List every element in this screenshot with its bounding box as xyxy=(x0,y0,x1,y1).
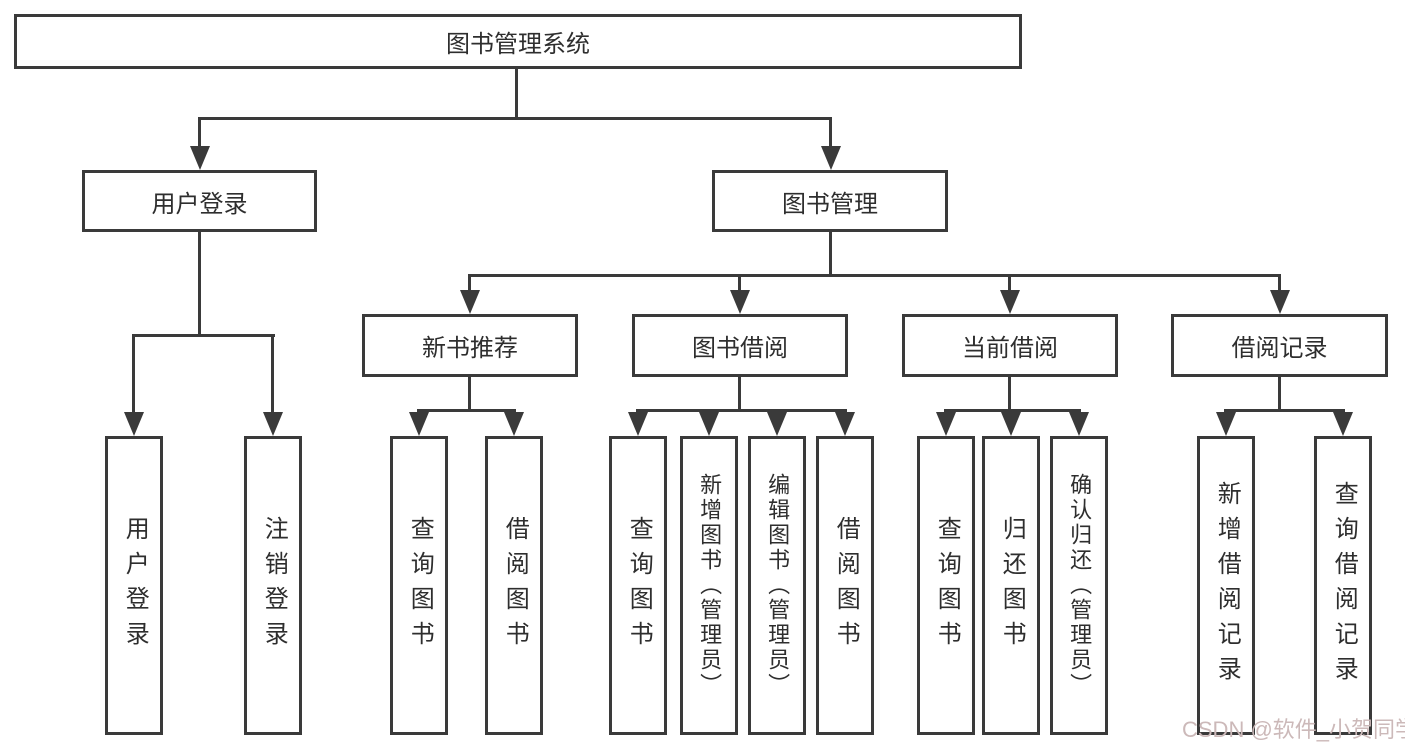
leaf-confirm-return-admin: 确认归还（管理员） xyxy=(1050,436,1108,735)
arrowhead-icon xyxy=(190,146,210,170)
connector-line xyxy=(198,232,201,337)
leaf-borrow-books-borrowing-label: 借阅图书 xyxy=(832,515,860,656)
connector-line xyxy=(468,274,1281,277)
leaf-query-books-recommend: 查询图书 xyxy=(390,436,448,735)
node-new-book-recommend: 新书推荐 xyxy=(362,314,578,377)
leaf-confirm-return-admin-label: 确认归还（管理员） xyxy=(1067,473,1093,698)
leaf-query-books-current: 查询图书 xyxy=(917,436,975,735)
connector-line xyxy=(944,409,1081,412)
node-book-management-label: 图书管理 xyxy=(782,190,878,218)
connector-line xyxy=(468,274,471,294)
connector-line xyxy=(132,334,135,416)
connector-line xyxy=(1278,377,1281,412)
node-user-login-branch-label: 用户登录 xyxy=(151,190,248,218)
node-borrowing-records-label: 借阅记录 xyxy=(1231,335,1328,362)
arrowhead-icon xyxy=(124,412,144,436)
connector-line xyxy=(198,117,201,152)
arrowhead-icon xyxy=(1069,412,1089,436)
arrowhead-icon xyxy=(504,412,524,436)
csdn-watermark: CSDN @软件_小贺同学 xyxy=(1182,717,1405,742)
node-root-label: 图书管理系统 xyxy=(446,31,590,58)
node-book-borrowing: 图书借阅 xyxy=(632,314,848,377)
connector-line xyxy=(829,232,832,277)
leaf-query-books-borrowing-label: 查询图书 xyxy=(625,515,653,656)
leaf-query-books-recommend-label: 查询图书 xyxy=(406,515,434,656)
arrowhead-icon xyxy=(1216,412,1236,436)
leaf-borrow-books-recommend-label: 借阅图书 xyxy=(501,515,529,656)
node-new-book-recommend-label: 新书推荐 xyxy=(422,335,518,362)
node-current-borrowing: 当前借阅 xyxy=(902,314,1118,377)
connector-line xyxy=(738,274,741,294)
leaf-logout-label: 注销登录 xyxy=(260,515,288,656)
connector-line xyxy=(468,377,471,412)
arrowhead-icon xyxy=(409,412,429,436)
leaf-borrow-books-recommend: 借阅图书 xyxy=(485,436,543,735)
node-book-management: 图书管理 xyxy=(712,170,948,232)
connector-line xyxy=(271,334,274,416)
arrowhead-icon xyxy=(1333,412,1353,436)
leaf-query-books-current-label: 查询图书 xyxy=(933,515,961,656)
arrowhead-icon xyxy=(699,412,719,436)
connector-line xyxy=(1278,274,1281,294)
arrowhead-icon xyxy=(835,412,855,436)
leaf-return-books: 归还图书 xyxy=(982,436,1040,735)
node-root-library-system: 图书管理系统 xyxy=(14,14,1022,69)
arrowhead-icon xyxy=(1001,412,1021,436)
arrowhead-icon xyxy=(936,412,956,436)
node-user-login-branch: 用户登录 xyxy=(82,170,317,232)
leaf-logout: 注销登录 xyxy=(244,436,302,735)
leaf-return-books-label: 归还图书 xyxy=(998,515,1026,656)
leaf-query-borrow-record-label: 查询借阅记录 xyxy=(1330,480,1358,691)
connector-line xyxy=(829,117,832,152)
arrowhead-icon xyxy=(263,412,283,436)
leaf-add-borrow-record: 新增借阅记录 xyxy=(1197,436,1255,735)
leaf-query-books-borrowing: 查询图书 xyxy=(609,436,667,735)
leaf-edit-book-admin-label: 编辑图书（管理员） xyxy=(765,473,791,698)
leaf-query-borrow-record: 查询借阅记录 xyxy=(1314,436,1372,735)
node-book-borrowing-label: 图书借阅 xyxy=(692,335,788,362)
connector-line xyxy=(417,409,516,412)
leaf-add-book-admin-label: 新增图书（管理员） xyxy=(697,473,723,698)
connector-line xyxy=(636,409,847,412)
arrowhead-icon xyxy=(460,290,480,314)
connector-line xyxy=(515,69,518,120)
arrowhead-icon xyxy=(730,290,750,314)
connector-line xyxy=(132,334,275,337)
arrowhead-icon xyxy=(1000,290,1020,314)
node-current-borrowing-label: 当前借阅 xyxy=(962,335,1058,362)
connector-line xyxy=(1008,377,1011,412)
arrowhead-icon xyxy=(767,412,787,436)
leaf-user-login-label: 用户登录 xyxy=(121,515,149,656)
connector-line xyxy=(198,117,832,120)
node-borrowing-records: 借阅记录 xyxy=(1171,314,1388,377)
connector-line xyxy=(1224,409,1345,412)
leaf-edit-book-admin: 编辑图书（管理员） xyxy=(748,436,806,735)
arrowhead-icon xyxy=(821,146,841,170)
connector-line xyxy=(1008,274,1011,294)
connector-line xyxy=(738,377,741,412)
leaf-add-book-admin: 新增图书（管理员） xyxy=(680,436,738,735)
leaf-add-borrow-record-label: 新增借阅记录 xyxy=(1213,480,1241,691)
arrowhead-icon xyxy=(628,412,648,436)
leaf-borrow-books-borrowing: 借阅图书 xyxy=(816,436,874,735)
leaf-user-login: 用户登录 xyxy=(105,436,163,735)
arrowhead-icon xyxy=(1270,290,1290,314)
